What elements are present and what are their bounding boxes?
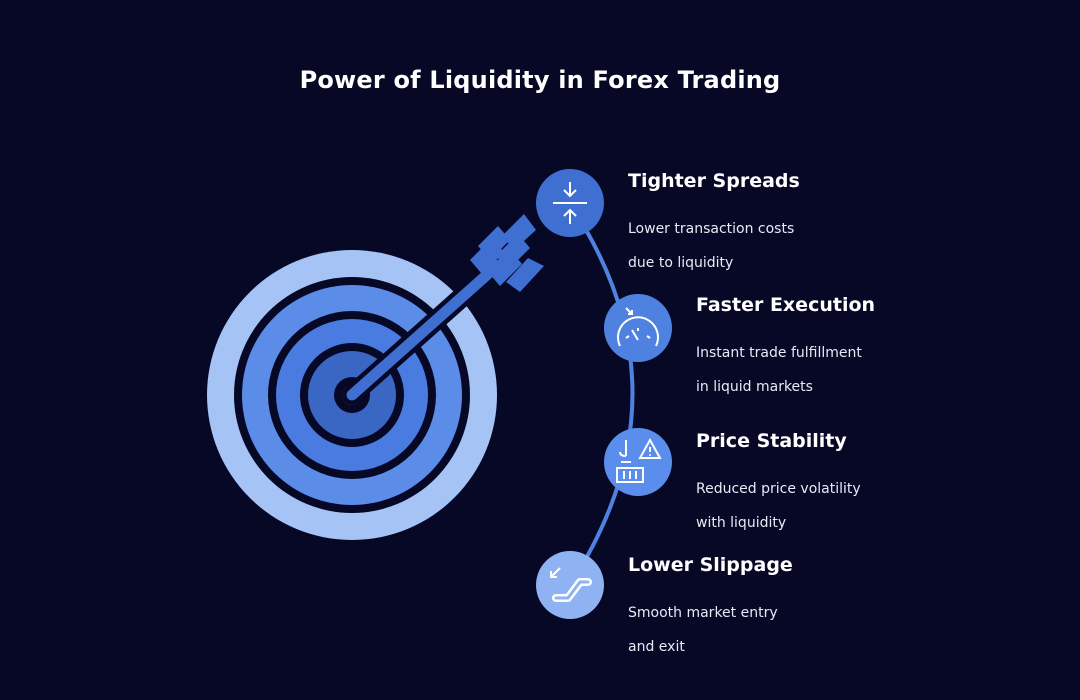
item-faster-execution: Faster Execution Instant trade fulfillme… <box>696 294 875 413</box>
compress-arrows-icon <box>536 169 604 237</box>
item-description: Smooth market entry and exit <box>628 605 778 655</box>
connector-arc <box>568 202 635 587</box>
diagram-title: Power of Liquidity in Forex Trading <box>299 66 781 94</box>
crane-warning-icon <box>604 428 672 496</box>
item-title: Price Stability <box>696 430 847 452</box>
item-tighter-spreads: Tighter Spreads Lower transaction costs … <box>628 170 800 289</box>
item-title: Lower Slippage <box>628 554 793 576</box>
item-lower-slippage: Lower Slippage Smooth market entry and e… <box>628 554 793 673</box>
item-title: Tighter Spreads <box>628 170 800 192</box>
arrow-icon <box>342 214 544 405</box>
speedometer-icon <box>604 294 672 362</box>
item-description: Instant trade fulfillment in liquid mark… <box>696 345 862 395</box>
item-title: Faster Execution <box>696 294 876 316</box>
item-price-stability: Price Stability Reduced price volatility… <box>696 430 861 549</box>
item-description: Reduced price volatility with liquidity <box>696 481 861 531</box>
item-description: Lower transaction costs due to liquidity <box>628 221 795 271</box>
escalator-icon <box>536 551 604 619</box>
